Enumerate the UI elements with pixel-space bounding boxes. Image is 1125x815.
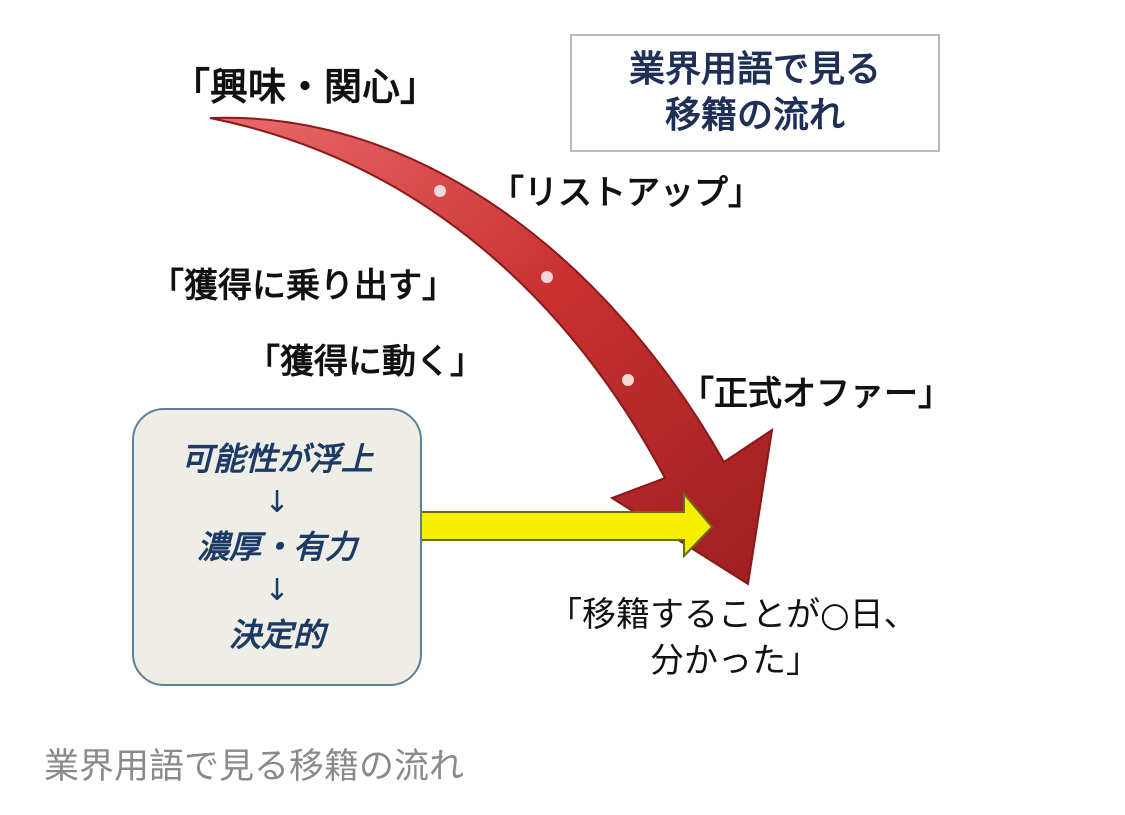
likelihood-box: 可能性が浮上 ↓ 濃厚・有力 ↓ 決定的 <box>132 408 422 686</box>
result-line-1: 「移籍することが○日、 <box>548 595 918 635</box>
title-box: 業界用語で見る 移籍の流れ <box>570 34 940 152</box>
stage-interest: 「興味・関心」 <box>172 65 439 109</box>
result-statement: 「移籍することが○日、 分かった」 <box>548 592 918 684</box>
result-line-2: 分かった」 <box>650 641 820 681</box>
title-line-2: 移籍の流れ <box>664 95 845 136</box>
flow-dot-2 <box>541 271 553 283</box>
image-caption: 業界用語で見る移籍の流れ <box>44 747 465 787</box>
down-arrow-icon: ↓ <box>264 485 290 520</box>
stage-official-offer: 「正式オファー」 <box>680 374 952 414</box>
likelihood-arrow <box>409 491 714 559</box>
title-line-1: 業界用語で見る <box>628 49 881 90</box>
stage-listup: 「リストアップ」 <box>490 173 762 213</box>
flow-dot-3 <box>622 374 634 386</box>
stage-move-acquire: 「獲得に動く」 <box>246 342 484 382</box>
stage-start-acquire: 「獲得に乗り出す」 <box>150 266 456 306</box>
flow-dot-1 <box>434 185 446 197</box>
likelihood-step-2: 濃厚・有力 <box>196 528 357 566</box>
down-arrow-icon: ↓ <box>264 573 290 608</box>
likelihood-step-3: 決定的 <box>228 616 325 654</box>
likelihood-step-1: 可能性が浮上 <box>180 440 373 478</box>
main-flow-arrow <box>209 116 774 586</box>
